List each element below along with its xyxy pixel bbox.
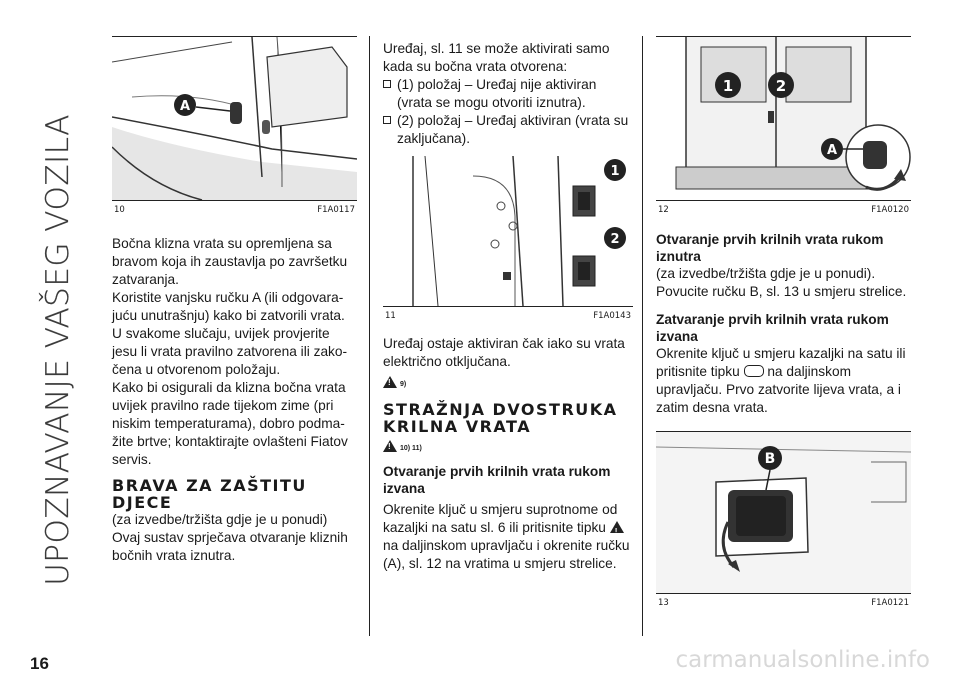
warning-icon	[383, 440, 397, 452]
page-number: 16	[30, 654, 49, 673]
paragraph: U svakome slučaju, uvijek provjerite jes…	[112, 326, 348, 377]
section-heading: BRAVA ZA ZAŠTITU DJECE	[112, 476, 307, 512]
paragraph: Ovaj sustav sprječava otvaranje kliznih …	[112, 530, 348, 563]
marker-1	[604, 159, 626, 181]
svg-text:2: 2	[610, 232, 619, 247]
svg-text:A: A	[827, 143, 837, 158]
marker-a	[174, 94, 196, 116]
van-side-door-illustration: A	[111, 36, 358, 201]
marker-1	[715, 72, 741, 98]
figure-13: B	[655, 431, 912, 594]
paragraph: Povucite ručku B, sl. 13 u smjeru streli…	[656, 284, 907, 299]
warning-icon	[383, 376, 397, 388]
marker-2	[604, 227, 626, 249]
paragraph: Uređaj, sl. 11 se može aktivirati samo k…	[383, 41, 610, 74]
figure-10: A	[111, 36, 358, 201]
column-divider	[642, 36, 643, 636]
paragraph: Okrenite ključ u smjeru kazaljki na satu…	[656, 346, 906, 415]
warning-reference: 10) 11)	[383, 440, 422, 452]
marker-b	[758, 446, 782, 470]
child-lock-illustration: 1 2	[412, 155, 626, 307]
paragraph: (za izvedbe/tržišta gdje je u ponudi)	[112, 512, 328, 527]
paragraph: na daljinskom upravljaču i okrenite ručk…	[383, 538, 630, 571]
column-2: Uređaj, sl. 11 se može aktivirati samo k…	[383, 40, 633, 573]
svg-text:1: 1	[723, 77, 733, 95]
svg-text:B: B	[765, 451, 776, 467]
svg-text:A: A	[180, 99, 190, 114]
marker-a	[821, 138, 843, 160]
watermark: carmanualsonline.info	[675, 647, 930, 673]
marker-2	[768, 72, 794, 98]
subheading: Otvaranje prvih krilnih vrata rukom iznu…	[656, 232, 884, 264]
remote-key-icon	[743, 365, 764, 377]
figure-11: 1 2	[383, 155, 633, 307]
paragraph: Okrenite ključ u smjeru suprotnome od ka…	[383, 501, 633, 541]
list-item: (1) položaj – Uređaj nije aktiviran (vra…	[383, 76, 633, 112]
svg-text:1: 1	[610, 164, 619, 179]
subheading: Otvaranje prvih krilnih vrata rukom izva…	[383, 464, 611, 496]
paragraph: Kako bi osigurali da klizna bočna vrata …	[112, 380, 348, 467]
warning-reference: 9)	[383, 376, 406, 388]
paragraph: Uređaj ostaje aktiviran čak iako su vrat…	[383, 336, 625, 369]
warning-icon	[609, 521, 624, 541]
figure-12: 1 2 A	[656, 36, 911, 201]
paragraph: (za izvedbe/tržišta gdje je u ponudi).	[656, 266, 876, 281]
list-item: (2) položaj – Uređaj aktiviran (vrata su…	[383, 112, 633, 148]
section-heading: STRAŽNJA DVOSTRUKA KRILNA VRATA	[383, 400, 618, 436]
paragraph: Koristite vanjsku ručku A (ili odgovara-…	[112, 290, 345, 323]
subheading: Zatvaranje prvih krilnih vrata rukom izv…	[656, 312, 889, 344]
van-rear-doors-illustration: 1 2 A	[675, 37, 911, 191]
svg-text:2: 2	[776, 77, 786, 95]
inner-handle-illustration: B	[655, 432, 912, 593]
paragraph: Bočna klizna vrata su opremljena sa brav…	[112, 236, 348, 287]
column-divider	[369, 36, 370, 636]
